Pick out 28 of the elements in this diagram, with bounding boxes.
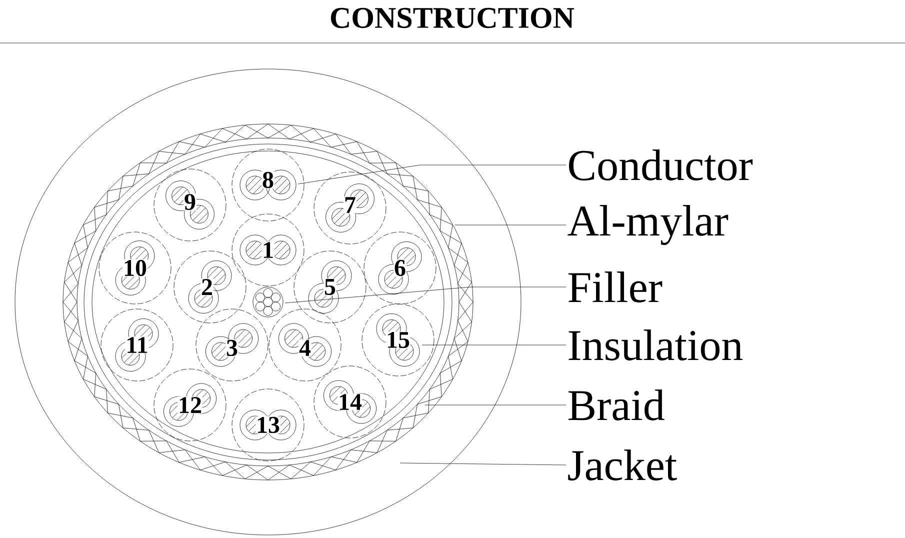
pair-number: 14 — [338, 394, 362, 410]
pair-number: 5 — [324, 278, 336, 296]
leader-line — [424, 404, 566, 406]
part-label: Jacket — [568, 450, 677, 480]
pair-number: 4 — [298, 340, 312, 356]
pair-number: 9 — [184, 193, 196, 211]
part-label: Filler — [568, 272, 662, 302]
part-label: Insulation — [568, 330, 743, 360]
part-label: Conductor — [569, 150, 753, 180]
pair-number: 10 — [122, 259, 148, 277]
part-label: Braid — [568, 390, 664, 420]
leader-line — [454, 224, 566, 226]
pair-number: 8 — [262, 171, 274, 189]
pair-number: 15 — [386, 331, 410, 349]
pair-number: 13 — [256, 416, 280, 434]
leader-line — [284, 286, 566, 304]
pair-number: 12 — [178, 396, 202, 414]
leader-line — [422, 344, 566, 346]
pair-number: 7 — [344, 196, 356, 214]
leader-line — [400, 462, 566, 466]
pair-number: 11 — [125, 336, 149, 354]
pair-number: 3 — [226, 339, 238, 357]
pair-number: 2 — [200, 278, 214, 296]
title: CONSTRUCTION — [330, 8, 574, 28]
leader-line — [298, 164, 566, 184]
pair-number: 6 — [394, 259, 406, 277]
part-label: Al-mylar — [568, 205, 728, 245]
pair-number: 1 — [262, 242, 274, 258]
